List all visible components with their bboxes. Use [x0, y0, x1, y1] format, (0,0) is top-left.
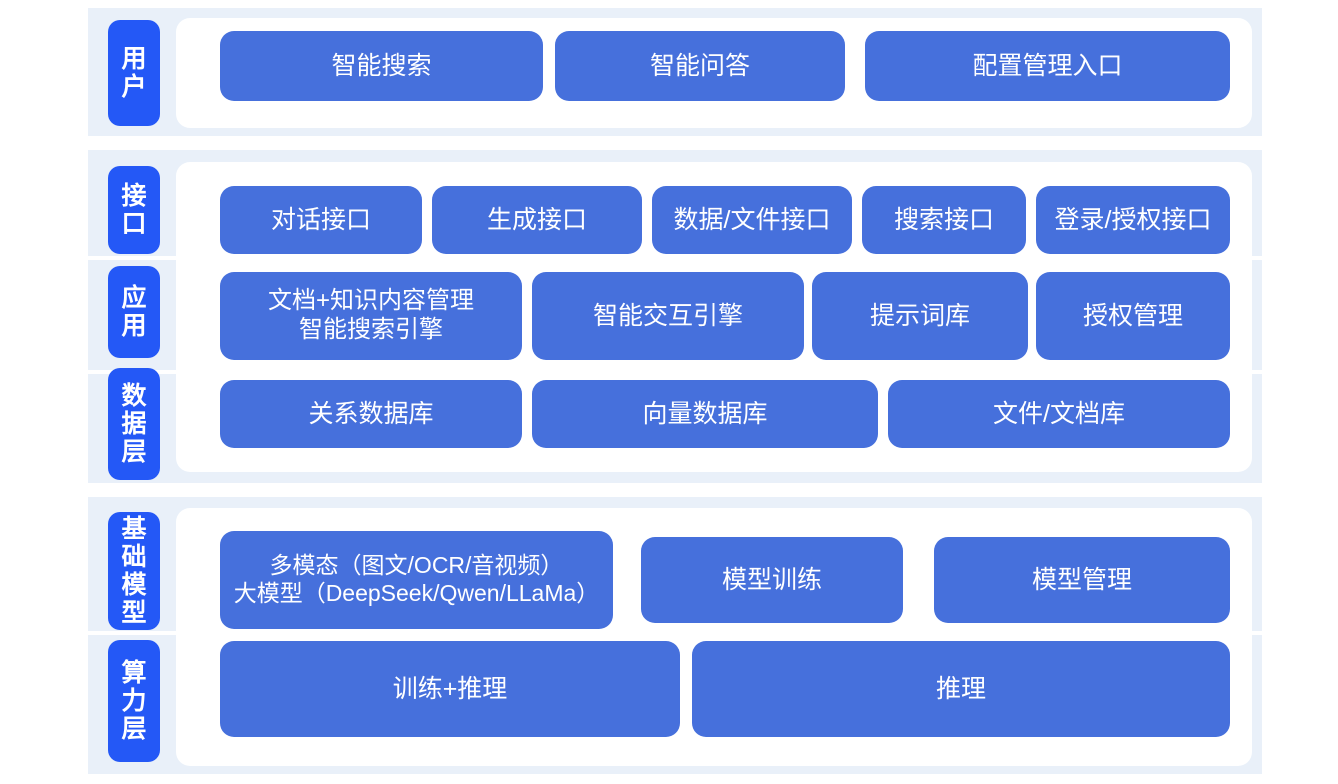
chip-base-model-label: 基础模型 [121, 515, 147, 627]
box-relational-database[interactable]: 关系数据库 [220, 380, 522, 448]
box-label: 数据/文件接口 [673, 206, 831, 234]
box-label: 搜索接口 [893, 206, 994, 234]
chip-application-label: 应用 [121, 284, 147, 340]
box-data-file-api[interactable]: 数据/文件接口 [652, 186, 852, 254]
box-dialog-api[interactable]: 对话接口 [220, 186, 422, 254]
box-generation-api[interactable]: 生成接口 [432, 186, 642, 254]
box-model-training[interactable]: 模型训练 [641, 537, 903, 623]
box-label: 配置管理入口 [972, 52, 1123, 80]
box-login-auth-api[interactable]: 登录/授权接口 [1036, 186, 1230, 254]
box-file-document-store[interactable]: 文件/文档库 [888, 380, 1230, 448]
chip-base-model: 基础模型 [108, 512, 160, 630]
box-label: 生成接口 [486, 206, 587, 234]
box-label: 模型训练 [721, 566, 822, 594]
chip-compute-layer: 算力层 [108, 640, 160, 762]
box-label: 训练+推理 [392, 675, 508, 703]
box-label: 模型管理 [1031, 566, 1132, 594]
chip-compute-layer-label: 算力层 [121, 659, 147, 743]
box-label-line2: 大模型（DeepSeek/Qwen/LLaMa） [233, 580, 600, 606]
chip-user-label: 用户 [121, 45, 147, 101]
chip-interface-label: 接口 [121, 182, 147, 238]
chip-user: 用户 [108, 20, 160, 126]
box-model-management[interactable]: 模型管理 [934, 537, 1230, 623]
box-label: 智能交互引擎 [592, 302, 743, 330]
box-label: 登录/授权接口 [1054, 206, 1212, 234]
box-label-line2: 智能搜索引擎 [299, 316, 443, 343]
box-vector-database[interactable]: 向量数据库 [532, 380, 878, 448]
box-label: 文件/文档库 [993, 400, 1125, 428]
box-intelligent-qa[interactable]: 智能问答 [555, 31, 845, 101]
box-train-and-inference[interactable]: 训练+推理 [220, 641, 680, 737]
box-authorization-management[interactable]: 授权管理 [1036, 272, 1230, 360]
box-label: 智能问答 [649, 52, 750, 80]
box-config-management-entry[interactable]: 配置管理入口 [865, 31, 1230, 101]
chip-data-layer: 数据层 [108, 368, 160, 480]
chip-data-layer-label: 数据层 [121, 382, 147, 466]
box-label: 授权管理 [1082, 302, 1183, 330]
box-search-api[interactable]: 搜索接口 [862, 186, 1026, 254]
box-interaction-engine[interactable]: 智能交互引擎 [532, 272, 804, 360]
box-label: 对话接口 [270, 206, 371, 234]
box-label: 关系数据库 [308, 400, 434, 428]
box-label: 向量数据库 [642, 400, 768, 428]
box-multimodal-large-model[interactable]: 多模态（图文/OCR/音视频） 大模型（DeepSeek/Qwen/LLaMa） [220, 531, 613, 629]
box-label-line1: 多模态（图文/OCR/音视频） [269, 552, 564, 579]
chip-application: 应用 [108, 266, 160, 358]
box-doc-knowledge-search-engine[interactable]: 文档+知识内容管理 智能搜索引擎 [220, 272, 522, 360]
chip-interface: 接口 [108, 166, 160, 254]
box-label: 推理 [935, 675, 986, 703]
box-intelligent-search[interactable]: 智能搜索 [220, 31, 543, 101]
box-prompt-library[interactable]: 提示词库 [812, 272, 1028, 360]
box-inference[interactable]: 推理 [692, 641, 1230, 737]
box-label: 提示词库 [869, 302, 970, 330]
box-label-line1: 文档+知识内容管理 [267, 287, 474, 315]
box-label: 智能搜索 [331, 52, 432, 80]
